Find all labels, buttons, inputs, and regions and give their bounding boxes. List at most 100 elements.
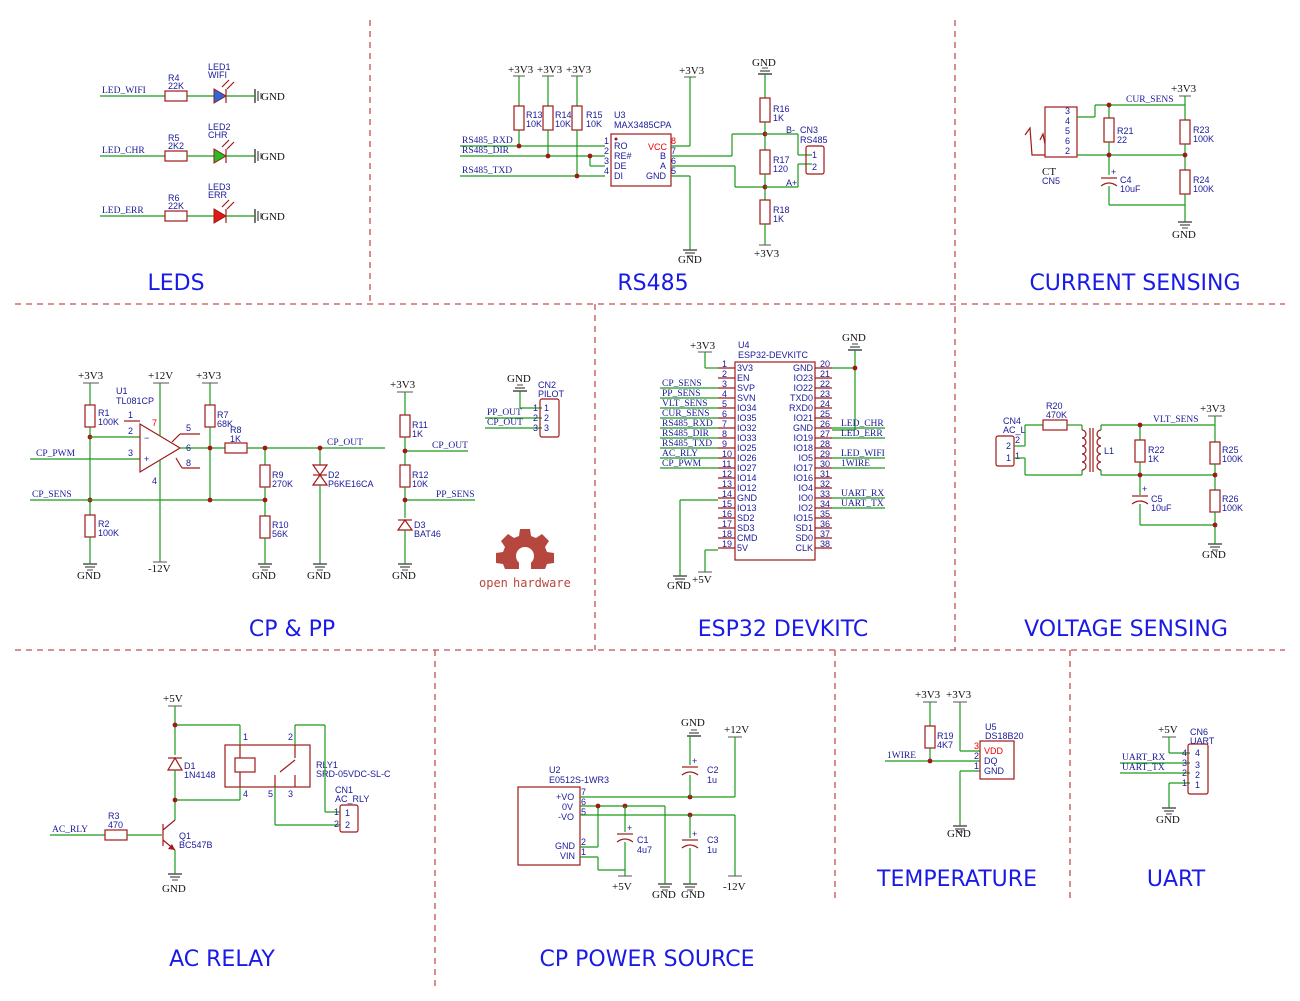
esp32-pin-num: 3 — [722, 379, 727, 389]
section-title-uart: UART — [1147, 867, 1206, 892]
led-resistor-val: 22K — [168, 201, 184, 211]
esp32-pin-num: 24 — [820, 399, 830, 409]
u3-pinnum-5: 5 — [671, 166, 676, 176]
cn4-pin1: 1 — [1006, 453, 1011, 463]
power-label-gnd: GND — [947, 828, 971, 840]
power-label-gnd: GND — [307, 570, 331, 582]
esp32-pin-name: IO18 — [793, 443, 813, 453]
net-pp-sens: PP_SENS — [436, 490, 475, 500]
cn5-pin5: 5 — [1065, 126, 1070, 136]
esp32-pin-name: IO32 — [737, 423, 757, 433]
power-label-12v: +12V — [148, 370, 173, 382]
open-hardware-logo: open hardware — [479, 529, 571, 590]
r21-val: 22 — [1117, 135, 1127, 145]
net-esp32-left: CP_PWM — [662, 459, 702, 469]
c2-ref: C2 — [707, 765, 719, 775]
u1-pin1: 1 — [128, 410, 133, 420]
u3-ref: U3 — [614, 110, 626, 120]
net-esp32-right: LED_ERR — [841, 429, 883, 439]
r23-ref: R23 — [1193, 125, 1210, 135]
power-label-m12v: -12V — [723, 881, 746, 893]
esp32-pin-num: 16 — [722, 509, 732, 519]
r18-val: 1K — [773, 214, 784, 224]
r11-val: 1K — [412, 429, 423, 439]
power-label-12v: +12V — [724, 724, 749, 736]
section-title-cp-pp: CP & PP — [249, 617, 335, 642]
esp32-pin-name: GND — [793, 363, 814, 373]
power-label-gnd: GND — [261, 151, 285, 163]
section-title-voltage: VOLTAGE SENSING — [1024, 617, 1228, 642]
esp32-pin-num: 31 — [820, 469, 830, 479]
c4-ref: C4 — [1120, 175, 1132, 185]
u1-pin3: 3 — [128, 448, 133, 458]
net-uart-rx: UART_RX — [1122, 753, 1165, 763]
cn6-ref: CN6 — [1190, 727, 1208, 737]
power-label-gnd: GND — [681, 889, 705, 901]
esp32-pin-name: SD2 — [737, 513, 755, 523]
led-val: CHR — [208, 130, 228, 140]
net-led-wifi: LED_WIFI — [102, 86, 146, 96]
cn1-pin1: 1 — [345, 808, 350, 818]
power-label-3v3: +3V3 — [679, 65, 705, 77]
power-label-3v3: +3V3 — [390, 379, 416, 391]
esp32-pin-name: 3V3 — [737, 363, 753, 373]
led-diode — [213, 148, 227, 164]
esp32-pin-name: IO19 — [793, 433, 813, 443]
r20-ref: R20 — [1046, 401, 1063, 411]
r15-ref: R15 — [586, 110, 603, 120]
esp32-pin-name: RXD0 — [789, 403, 813, 413]
rly1-ref: RLY1 — [316, 760, 338, 770]
cn1-pin2b: 2 — [334, 819, 339, 829]
power-label-3v3: +3V3 — [1171, 83, 1197, 95]
esp32-pin-name: IO23 — [793, 373, 813, 383]
net-pp-out: PP_OUT — [487, 408, 522, 418]
esp32-pin-name: IO14 — [737, 473, 757, 483]
net-led-err: LED_ERR — [102, 206, 144, 216]
esp32-pin-num: 8 — [722, 429, 727, 439]
u5-pin-dq: DQ — [984, 756, 998, 766]
esp32-pin-num: 28 — [820, 439, 830, 449]
net-cp-pwm: CP_PWM — [36, 449, 76, 459]
section-title-rs485: RS485 — [617, 271, 688, 296]
section-dividers — [15, 20, 1285, 990]
esp32-pin-num: 7 — [722, 419, 727, 429]
net-vlt-sens: VLT_SENS — [1153, 415, 1199, 425]
rly1-pin1: 1 — [243, 732, 248, 742]
cn1-pin1b: 1 — [334, 807, 339, 817]
r1-val: 100K — [98, 417, 119, 427]
r15-val: 10K — [586, 119, 602, 129]
c5-plus: + — [1142, 484, 1147, 494]
esp32-pin-num: 33 — [820, 489, 830, 499]
esp32-pin-num: 21 — [820, 369, 830, 379]
u2-pin-mvo: -VO — [558, 812, 574, 822]
u3-pinnum-7: 7 — [671, 146, 676, 156]
d1-val: 1N4148 — [184, 770, 216, 780]
rly1-pin2: 2 — [288, 732, 293, 742]
power-label-3v3: +3V3 — [566, 64, 592, 76]
esp32-pin-num: 32 — [820, 479, 830, 489]
l1-ref: L1 — [1104, 446, 1114, 456]
power-label-5v: +5V — [163, 693, 183, 705]
esp32-pin-name: SVP — [737, 383, 755, 393]
d3-val: BAT46 — [414, 529, 441, 539]
section-title-leds: LEDS — [147, 271, 204, 296]
u1-pin4: 4 — [152, 476, 157, 486]
r22-ref: R22 — [1148, 445, 1165, 455]
rly1-val: SRD-05VDC-SL-C — [316, 769, 391, 779]
r19-val: 4K7 — [937, 740, 953, 750]
led-val: ERR — [208, 190, 228, 200]
u2-pinnum-2: 2 — [581, 837, 586, 847]
led-diode — [213, 88, 227, 104]
u2-pinnum-5: 5 — [581, 807, 586, 817]
r16-ref: R16 — [773, 104, 790, 114]
r14-ref: R14 — [555, 110, 572, 120]
opamp-minus: − — [144, 433, 149, 443]
net-esp32-left: PP_SENS — [662, 389, 701, 399]
u1-pin7: 7 — [152, 418, 157, 428]
leds-block: LED_WIFIR422KLED1WIFIGNDLED_CHRR52K2LED2… — [100, 62, 285, 224]
net-rs485-rxd: RS485_RXD — [462, 136, 513, 146]
esp32-pin-num: 10 — [722, 449, 732, 459]
